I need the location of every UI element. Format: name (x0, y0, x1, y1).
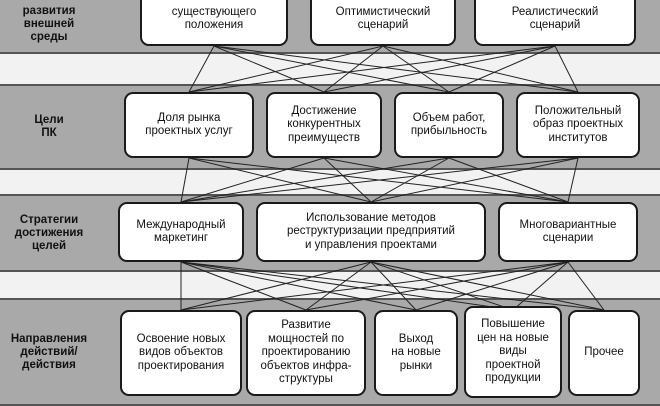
connector-line (213, 45, 579, 93)
connector-line (415, 261, 569, 311)
strategy-box-intl-marketing: Международный маркетинг (118, 202, 244, 262)
connector-line (512, 261, 569, 311)
band-label-goals: Цели ПК (34, 114, 64, 139)
connector-line (382, 45, 579, 93)
connector-line (370, 261, 605, 311)
connectors-goals-strategies (180, 157, 579, 203)
connector-line (370, 261, 417, 311)
action-box-new-markets: Выход на новые рынки (374, 310, 458, 396)
connector-line (382, 45, 450, 93)
connector-line (213, 45, 450, 93)
goal-box-competitive-advantage: Достижение конкурентных преимуществ (266, 92, 382, 158)
connectors-strategies-actions (180, 261, 605, 311)
connector-line (370, 261, 514, 311)
scenario-box-realistic: Реалистический сценарий (474, 0, 636, 46)
connector-line (323, 157, 372, 203)
connector-line (180, 261, 417, 311)
goal-box-market-share: Доля рынка проектных услуг (124, 92, 254, 158)
connector-line (188, 45, 556, 93)
connector-line (448, 157, 569, 203)
connector-line (188, 45, 384, 93)
action-box-new-object-types: Освоение новых видов объектов проектиров… (120, 310, 242, 396)
connector-line (323, 45, 384, 93)
connector-line (448, 45, 556, 93)
connector-line (188, 45, 215, 93)
action-box-price-increase: Повышение цен на новые виды проектной пр… (464, 306, 562, 398)
connector-line (554, 45, 579, 93)
action-box-infrastructure-capacity: Развитие мощностей по проектированию объ… (246, 310, 366, 396)
connector-line (180, 157, 190, 203)
connector-line (180, 261, 372, 311)
connector-line (180, 157, 450, 203)
connector-line (213, 45, 325, 93)
scenario-box-current: существующего положения (140, 0, 288, 46)
connector-line (567, 261, 605, 311)
connector-line (188, 157, 372, 203)
connector-line (180, 157, 325, 203)
connector-line (323, 157, 569, 203)
connector-line (180, 261, 569, 311)
connector-line (567, 157, 579, 203)
connector-line (305, 261, 569, 311)
strategy-box-multivariant-scenarios: Многовариантные сценарии (498, 202, 638, 262)
goal-box-volume-profit: Объем работ, прибыльность (394, 92, 504, 158)
scenario-box-optimistic: Оптимистический сценарий (310, 0, 456, 46)
connector-line (180, 261, 307, 311)
connector-line (370, 157, 450, 203)
connector-line (180, 261, 514, 311)
band-label-actions: Направления действий/ действия (10, 332, 88, 371)
connector-line (180, 157, 579, 203)
goal-box-positive-image: Положительный образ проектных институтов (516, 92, 640, 158)
connector-line (323, 45, 556, 93)
band-label-strategies: Стратегии достижения целей (14, 213, 84, 252)
connectors-env-goals (188, 45, 579, 93)
connector-line (370, 157, 579, 203)
strategy-box-restructuring-methods: Использование методов реструктуризации п… (256, 202, 486, 262)
connector-line (180, 261, 605, 311)
connector-line (305, 261, 372, 311)
band-label-environment: развития внешней среды (22, 4, 76, 43)
action-box-other: Прочее (568, 310, 640, 396)
